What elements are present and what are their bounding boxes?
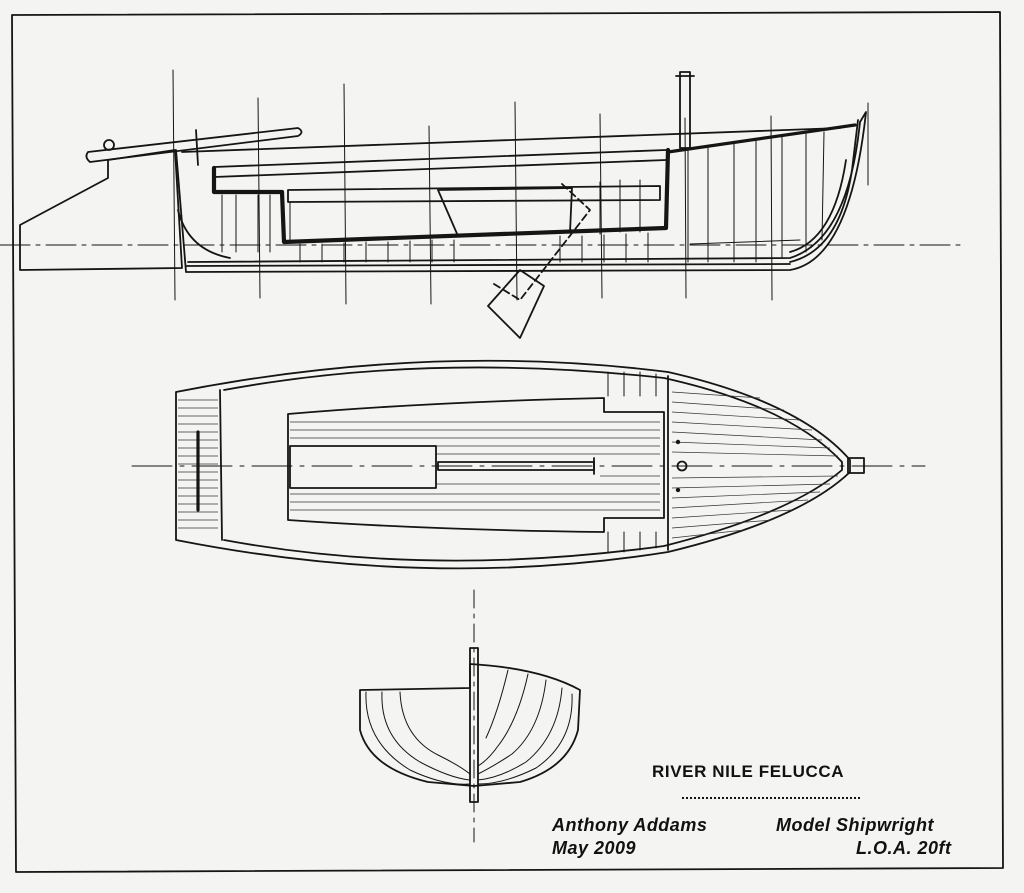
centreboard: [487, 269, 545, 339]
centreboard-dashed: [493, 183, 591, 301]
sheet-border: [11, 11, 1004, 873]
plan-floorboards: [287, 397, 665, 533]
cockpit-outline: [211, 147, 671, 245]
centreboard-case: [437, 187, 573, 237]
keel: [185, 263, 791, 267]
plan-view: [131, 359, 926, 570]
plan-hull-outline: [175, 359, 851, 570]
section-keel: [469, 647, 479, 803]
mast-step: [676, 460, 688, 472]
stern-post-block: [19, 149, 183, 271]
hull-outline: [175, 111, 867, 273]
profile-view: [0, 69, 961, 339]
stem-head: [847, 457, 865, 474]
body-section-view: [359, 589, 581, 843]
mast: [679, 71, 691, 149]
section-outline: [359, 663, 581, 787]
tiller: [85, 127, 303, 163]
